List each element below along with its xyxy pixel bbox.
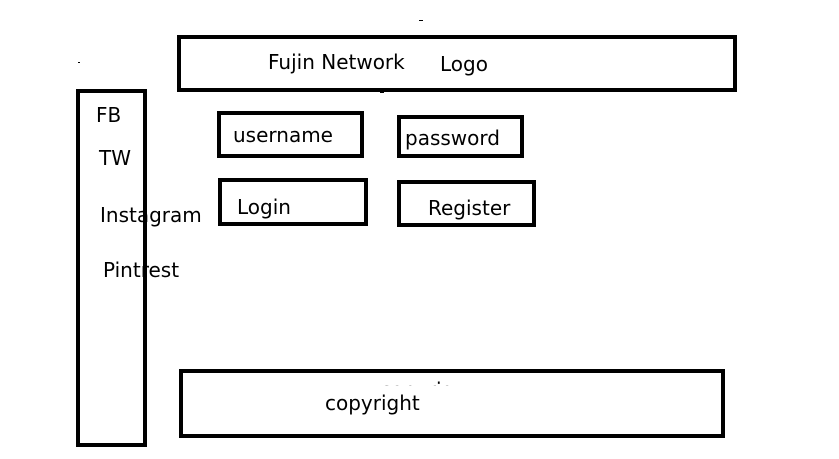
login-button-label: Login bbox=[237, 195, 291, 219]
sketch-ghost-text: copyright bbox=[380, 381, 452, 386]
sketch-mark bbox=[380, 92, 384, 93]
sidebar-link-pintrest[interactable]: Pintrest bbox=[103, 258, 180, 282]
site-name: Fujin Network bbox=[268, 50, 405, 74]
username-field[interactable] bbox=[217, 111, 364, 158]
sidebar-link-instagram[interactable]: Instagram bbox=[100, 203, 202, 227]
sidebar-link-tw[interactable]: TW bbox=[99, 146, 131, 170]
sidebar bbox=[76, 89, 147, 447]
sketch-mark bbox=[419, 20, 423, 21]
footer-bar bbox=[179, 369, 725, 438]
logo: Logo bbox=[440, 52, 488, 76]
username-label: username bbox=[233, 123, 333, 147]
password-field[interactable] bbox=[397, 115, 524, 158]
password-label: password bbox=[405, 126, 500, 150]
sidebar-link-fb[interactable]: FB bbox=[96, 103, 122, 127]
header-bar bbox=[177, 35, 737, 92]
sketch-mark bbox=[78, 62, 80, 63]
login-button[interactable] bbox=[218, 178, 368, 226]
register-button[interactable] bbox=[397, 180, 536, 227]
register-button-label: Register bbox=[428, 196, 511, 220]
copyright-text: copyright bbox=[325, 391, 420, 415]
